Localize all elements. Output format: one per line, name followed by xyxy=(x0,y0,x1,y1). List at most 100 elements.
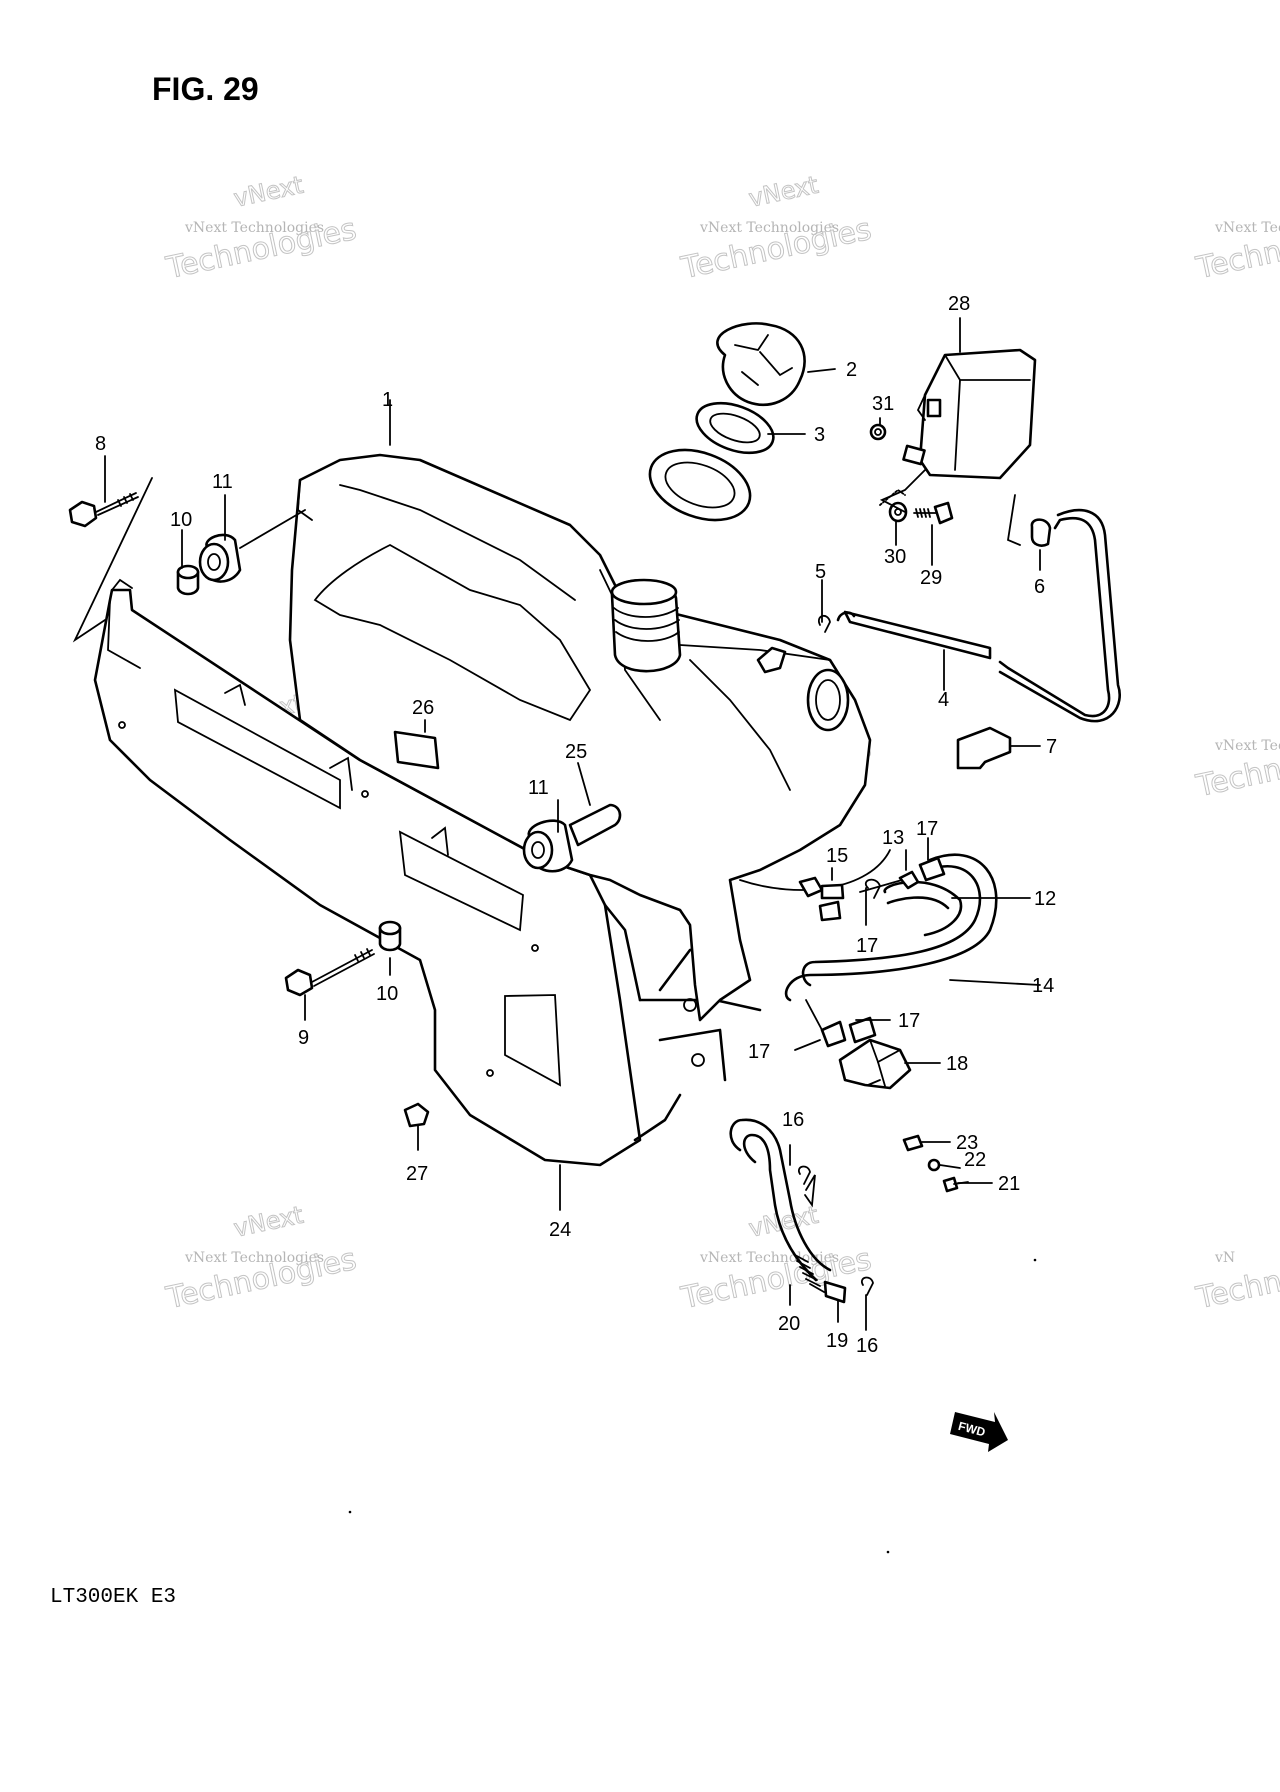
leader-line xyxy=(879,488,906,506)
fitting-part-15 xyxy=(798,876,845,900)
callout-17: 17 xyxy=(898,1010,920,1032)
callout-29: 29 xyxy=(920,567,942,589)
filler-seal-ring xyxy=(648,448,752,522)
screw-part-21 xyxy=(942,1176,969,1193)
callout-11: 11 xyxy=(212,471,233,493)
speck xyxy=(348,1510,352,1514)
bolt-part-29 xyxy=(913,501,954,525)
filler-neck xyxy=(610,578,682,673)
clip-part-6 xyxy=(1030,518,1052,547)
watermark-outline: Techn xyxy=(1193,234,1280,286)
callout-30: 30 xyxy=(884,546,906,568)
bolt-part-9 xyxy=(284,948,375,997)
model-code: LT300EK E3 xyxy=(50,1586,176,1609)
breather-hose-part-4 xyxy=(836,508,1121,723)
callout-25: 25 xyxy=(565,741,587,763)
speck xyxy=(886,1550,890,1554)
callout-31: 31 xyxy=(872,393,894,415)
canister-part-28 xyxy=(902,348,1037,480)
callout-23: 23 xyxy=(956,1132,978,1154)
clamp-part-17 xyxy=(818,900,842,922)
fuel-cap-part-2 xyxy=(716,322,806,407)
nut-part-31 xyxy=(869,423,887,441)
hose-spring-part-20 xyxy=(794,1254,847,1304)
callout-21: 21 xyxy=(998,1173,1020,1195)
callout-16: 16 xyxy=(782,1109,804,1131)
grommet-part-11 xyxy=(198,533,242,583)
callout-9: 9 xyxy=(298,1027,309,1049)
speck xyxy=(1033,1258,1037,1262)
fuel-hose-part-19 xyxy=(729,1118,832,1282)
reference-lines xyxy=(72,469,1021,1208)
watermark-outline: Techn xyxy=(1193,1264,1280,1316)
callout-7: 7 xyxy=(1046,736,1057,758)
watermark-text: vNext Technologies xyxy=(184,220,324,236)
side-cover-part-24 xyxy=(93,578,762,1167)
watermarks: vNext Technologies vNext Technologies vN… xyxy=(162,170,1280,1317)
callout-19: 19 xyxy=(826,1330,848,1352)
collar-part-10 xyxy=(378,920,402,952)
leader-lines xyxy=(104,368,1041,1331)
grommet-part-11 xyxy=(522,819,574,873)
callout-18: 18 xyxy=(946,1053,968,1075)
callout-5: 5 xyxy=(815,561,826,583)
callout-10: 10 xyxy=(376,983,398,1005)
watermark-text: vN xyxy=(1214,1250,1235,1266)
watermark-outline: vNext xyxy=(231,171,305,213)
hose-elbow-part-5 xyxy=(756,646,787,674)
watermark-outline: Techn xyxy=(1193,752,1280,804)
callout-11: 11 xyxy=(528,777,549,799)
callout-22: 22 xyxy=(964,1149,986,1171)
callout-26: 26 xyxy=(412,697,434,719)
callout-2: 2 xyxy=(846,359,857,381)
callout-6: 6 xyxy=(1034,576,1045,598)
callout-27: 27 xyxy=(406,1163,428,1185)
watermark-outline: vNext xyxy=(746,171,820,213)
fwd-label: FWD xyxy=(957,1419,987,1440)
figure-title: FIG. 29 xyxy=(152,71,259,107)
watermark-text: vNext Techn xyxy=(1214,738,1280,754)
clip-part-16 xyxy=(798,1165,811,1185)
watermark-text: vNext Technologies xyxy=(184,1250,324,1266)
fuel-hose-part-12 xyxy=(784,853,998,1002)
clamp-part-5 xyxy=(818,615,831,633)
mount-bolt-part-25 xyxy=(568,803,622,847)
clamp-part-17 xyxy=(865,878,881,899)
callout-labels: 1 2 3 4 5 6 7 8 9 10 10 11 11 12 13 14 1… xyxy=(95,293,1057,1357)
forward-arrow: FWD xyxy=(950,1412,1008,1452)
clamp-bracket-part-7 xyxy=(956,726,1012,770)
callout-8: 8 xyxy=(95,433,106,455)
callout-1: 1 xyxy=(382,389,393,411)
fuel-hose-part-14 xyxy=(883,880,963,937)
callout-12: 12 xyxy=(1034,888,1056,910)
callout-16: 16 xyxy=(856,1335,878,1357)
clip-part-27 xyxy=(403,1102,430,1128)
callout-14: 14 xyxy=(1032,975,1054,997)
washer-part-22 xyxy=(927,1158,941,1172)
watermark-outline: vNext xyxy=(231,1201,305,1243)
collar-part-10 xyxy=(176,564,200,596)
clip-part-16 xyxy=(861,1276,874,1296)
callout-13: 13 xyxy=(882,827,904,849)
watermark-text: vNext Technologies xyxy=(699,220,839,236)
callout-24: 24 xyxy=(549,1219,571,1241)
label-part-26 xyxy=(393,730,440,770)
callout-3: 3 xyxy=(814,424,825,446)
washer-part-23 xyxy=(902,1134,924,1152)
callout-20: 20 xyxy=(778,1313,800,1335)
callout-4: 4 xyxy=(938,689,949,711)
fuel-cock-part-18 xyxy=(805,999,912,1090)
watermark-text: vNext Techn xyxy=(1214,220,1280,236)
cap-gasket-part-3 xyxy=(695,401,775,455)
callout-28: 28 xyxy=(948,293,970,315)
bolt-part-8 xyxy=(68,492,139,528)
callout-17: 17 xyxy=(916,818,938,840)
fitting-part-13 xyxy=(859,870,920,893)
callout-17: 17 xyxy=(856,935,878,957)
callout-17: 17 xyxy=(748,1041,770,1063)
watermark-text: vNext Technologies xyxy=(699,1250,839,1266)
leader-line xyxy=(239,509,306,549)
callout-15: 15 xyxy=(826,845,848,867)
